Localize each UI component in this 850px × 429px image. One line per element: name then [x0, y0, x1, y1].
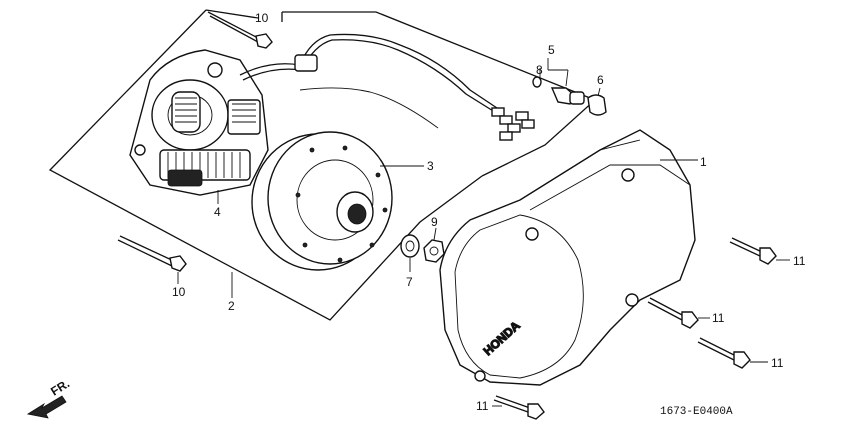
- callout-2: 2: [228, 299, 235, 313]
- callout-11-d: 11: [476, 399, 489, 413]
- callout-10-bottom: 10: [172, 285, 186, 299]
- callout-6: 6: [597, 73, 604, 87]
- callout-1: 1: [700, 155, 707, 169]
- front-direction-indicator: FR.: [26, 376, 72, 419]
- bolt-11-d: [493, 395, 545, 420]
- left-crankcase-cover: HONDA: [439, 129, 696, 386]
- callout-9: 9: [431, 215, 438, 229]
- switch-assembly: [532, 76, 607, 116]
- callout-7: 7: [406, 275, 413, 289]
- bolt-11-c: [697, 337, 751, 369]
- leader-lines: [177, 58, 790, 407]
- bolt-10-bottom: [117, 235, 187, 272]
- callout-4: 4: [214, 205, 221, 219]
- bolt-10-top: [207, 11, 273, 49]
- callout-11-b: 11: [712, 311, 725, 325]
- harness-terminals: [491, 107, 535, 141]
- bolt-11-a: [729, 237, 777, 265]
- front-direction-arrow-icon: [26, 395, 67, 419]
- diagram-code: 1673-E0400A: [660, 406, 733, 418]
- flywheel: [251, 131, 393, 271]
- stator-assembly: [129, 49, 269, 196]
- front-label: FR.: [48, 376, 72, 398]
- wiring-harness: [239, 33, 535, 141]
- flywheel-washer: [400, 234, 420, 258]
- callout-10-top: 10: [255, 11, 269, 25]
- harness-connector: [294, 54, 318, 72]
- callout-11-a: 11: [793, 254, 806, 268]
- callout-labels: 1 2 3 4 5 6 7 8 9 10 10 11 11 11 11: [172, 11, 806, 413]
- callout-11-c: 11: [771, 356, 784, 370]
- flywheel-nut: [423, 239, 445, 263]
- callout-5: 5: [548, 43, 555, 57]
- callout-8: 8: [536, 63, 543, 77]
- callout-3: 3: [427, 159, 434, 173]
- bolt-11-b: [647, 297, 699, 329]
